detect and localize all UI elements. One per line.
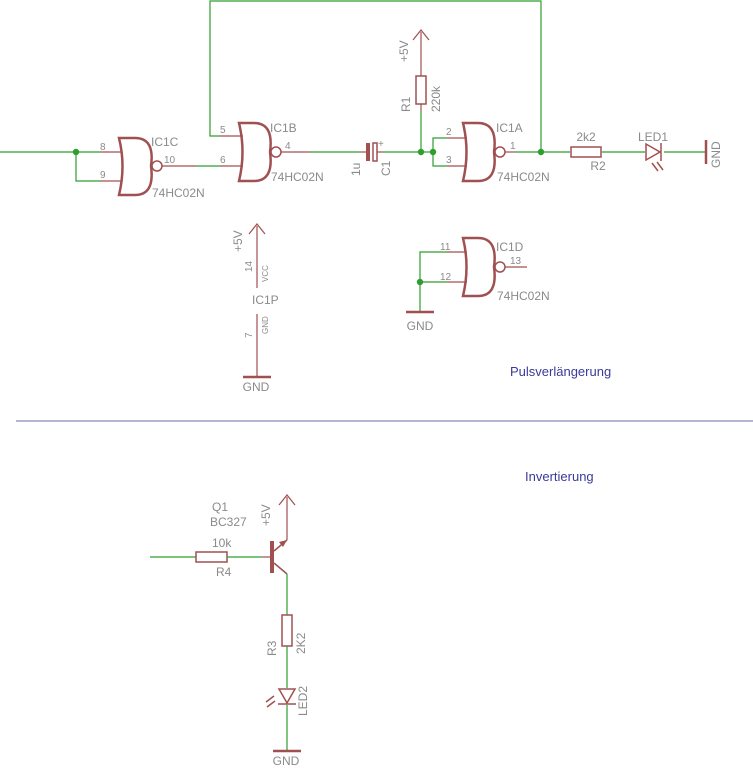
gate-type: 74HC02N	[497, 289, 550, 303]
ic1a-input-b-wire	[432, 152, 447, 167]
gate-name: IC1D	[496, 240, 524, 254]
light-emission-icon	[656, 161, 664, 171]
supply-label: +5V	[397, 40, 411, 62]
supply-arrow-icon	[412, 29, 430, 41]
pin-number: 10	[164, 155, 176, 166]
component-value: 10k	[212, 536, 232, 550]
pin-number: 1	[510, 141, 516, 152]
pin-number: 8	[100, 142, 106, 153]
capacitor-plate-negative	[372, 142, 378, 162]
component-name: LED2	[296, 686, 310, 716]
component-value: 1u	[349, 163, 363, 176]
component-name: Q1	[212, 500, 228, 514]
ic1d-input-wire	[419, 251, 447, 283]
diode-triangle-icon	[645, 142, 662, 162]
component-name: R1	[399, 96, 413, 112]
gate-ic1a: IC1A 74HC02N 2 3 1	[446, 121, 550, 184]
junction-dot	[429, 148, 437, 156]
junction-dot	[72, 148, 80, 156]
ground-label: GND	[273, 754, 300, 768]
ic1a-input-a-wire	[432, 137, 447, 152]
inversion-bubble	[151, 160, 163, 172]
resistor-r1: +5V R1 220k	[397, 29, 443, 112]
junctions	[72, 148, 545, 286]
pin-number: 2	[446, 127, 452, 138]
component-name: C1	[379, 160, 393, 176]
component-name: R2	[590, 159, 606, 173]
supply-arrow-icon	[278, 494, 296, 506]
supply-arrow-icon	[248, 223, 266, 235]
ground-label: GND	[243, 380, 270, 394]
polarity-plus: +	[378, 139, 384, 150]
junction-dot	[417, 148, 425, 156]
resistor-body	[281, 614, 293, 647]
light-emission-icon	[266, 700, 276, 708]
feedback-wire	[209, 0, 542, 152]
power-block-ic1p: +5V 14 VCC IC1P GND 7 GND	[231, 223, 279, 394]
resistor-body	[570, 146, 602, 158]
pin-number: 7	[244, 332, 255, 338]
gate-type: 74HC02N	[497, 170, 550, 184]
ground-label: GND	[709, 141, 723, 168]
supply-label: +5V	[259, 504, 273, 526]
pin-number: 5	[220, 125, 226, 136]
gate-name: IC1B	[270, 121, 297, 135]
nor-gate-body	[117, 136, 153, 197]
component-name: LED1	[638, 130, 668, 144]
capacitor-c1: + 1u C1	[349, 139, 393, 176]
component-name: R4	[216, 565, 232, 579]
pin-number: 11	[440, 242, 451, 253]
led-led1: LED1 GND	[638, 130, 723, 172]
gate-ic1c: IC1C 74HC02N 8 9 10	[100, 135, 205, 200]
inversion-bubble	[494, 146, 506, 158]
resistor-body	[415, 75, 427, 105]
component-value: 220k	[429, 85, 443, 112]
pin-number: 13	[510, 256, 522, 267]
resistor-body	[195, 551, 228, 563]
resistor-r2: 2k2 R2	[570, 130, 606, 173]
light-emission-icon	[265, 695, 275, 703]
junction-dot	[537, 148, 545, 156]
gate-name: IC1A	[496, 121, 523, 135]
section-label-invert: Invertierung	[525, 469, 594, 484]
section-label-pulse: Pulsverlängerung	[510, 364, 611, 379]
inversion-bubble	[270, 146, 282, 158]
component-name: IC1P	[252, 293, 279, 307]
component-name: R3	[265, 640, 279, 656]
nor-gate-body	[461, 236, 496, 298]
gate-type: 74HC02N	[271, 170, 324, 184]
component-value: 2K2	[294, 632, 308, 654]
pin-number: 6	[220, 155, 226, 166]
gate-name: IC1C	[151, 135, 179, 149]
pin-number: 9	[100, 170, 106, 181]
ground-label: GND	[407, 319, 434, 333]
pin-number: 12	[440, 272, 452, 283]
pulse-wires	[0, 0, 705, 311]
component-value: 2k2	[576, 130, 596, 144]
gate-ic1b: IC1B 74HC02N 5 6 4	[220, 121, 324, 184]
gate-type: 74HC02N	[152, 186, 205, 200]
emitter-arrow-icon	[279, 540, 287, 547]
junction-dot	[416, 278, 424, 286]
nor-gate-body	[237, 121, 272, 183]
pin-number: 3	[446, 155, 452, 166]
pin-number: 14	[244, 260, 255, 272]
pin-label: GND	[261, 316, 270, 334]
inversion-bubble	[494, 261, 506, 273]
pin-number: 4	[285, 141, 291, 152]
ic1c-bridge-wire	[75, 152, 100, 182]
gate-ic1d: IC1D 74HC02N 11 12 13 GND	[406, 236, 550, 333]
diode-triangle-icon	[277, 688, 297, 705]
pin-label: VCC	[261, 265, 270, 282]
component-type: BC327	[210, 515, 247, 529]
supply-label: +5V	[231, 230, 245, 252]
transistor-collector	[273, 562, 288, 575]
capacitor-plate-positive	[366, 143, 370, 161]
nor-gate-body	[461, 121, 496, 183]
light-emission-icon	[651, 162, 659, 172]
inverter-circuit: 10k R4 Q1 BC327 +5V R3 2K2 LED2 GND	[150, 494, 310, 768]
